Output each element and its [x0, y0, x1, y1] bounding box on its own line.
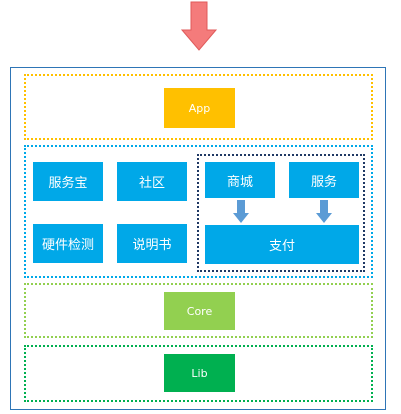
- app-box: App: [164, 88, 235, 128]
- core-layer: [24, 283, 373, 338]
- app-layer: [24, 74, 373, 140]
- module-shangcheng: 商城: [205, 162, 275, 198]
- down-arrow-icon: [316, 200, 332, 223]
- module-fuwubao: 服务宝: [33, 162, 103, 201]
- lib-layer: [24, 345, 373, 402]
- module-zhifu: 支付: [205, 225, 359, 264]
- lib-box: Lib: [164, 354, 235, 392]
- architecture-frame: [10, 67, 386, 410]
- down-arrow-icon: [233, 200, 249, 223]
- core-box: Core: [164, 292, 235, 330]
- down-arrow-icon: [180, 1, 218, 51]
- module-yingjian: 硬件检测: [33, 224, 103, 263]
- module-shuomingshu: 说明书: [117, 224, 187, 263]
- commerce-group: [197, 154, 365, 272]
- module-shequ: 社区: [117, 162, 187, 201]
- module-layer: [24, 145, 373, 278]
- module-fuwu: 服务: [289, 162, 359, 198]
